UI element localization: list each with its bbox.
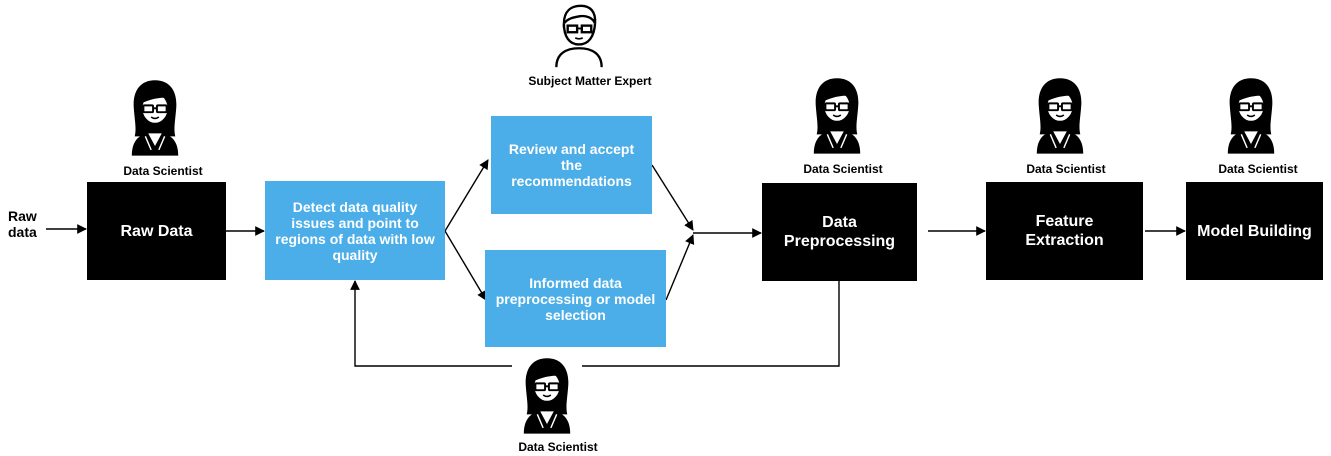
detect-quality-box-label: Detect data quality issues and point to … (275, 198, 435, 263)
data-scientist-icon-feature (1035, 77, 1085, 154)
edge-informed-merge (665, 234, 695, 301)
data-scientist-icon-raw (130, 79, 180, 156)
data-scientist-icon-bottom (522, 357, 572, 434)
review-recommendations-box-label: Review and accept the recommendations (508, 141, 635, 189)
data-scientist-icon-model (1226, 77, 1276, 154)
role-label-model: Data Scientist (1218, 162, 1298, 176)
role-label-sme: Subject Matter Expert (528, 74, 652, 88)
data-preprocessing-box-label: Data Preprocessing (783, 214, 896, 250)
data-preprocessing-box: Data Preprocessing (762, 183, 917, 281)
sme-icon (555, 4, 603, 69)
feature-extraction-box: Feature Extraction (986, 182, 1143, 280)
raw-data-box: Raw Data (87, 182, 226, 280)
detect-quality-box: Detect data quality issues and point to … (265, 181, 445, 280)
role-label-preprocessing: Data Scientist (803, 162, 883, 176)
role-label-feature: Data Scientist (1026, 162, 1106, 176)
informed-preprocessing-box-label: Informed data preprocessing or model sel… (495, 274, 656, 323)
edge-detect-informed (444, 230, 487, 301)
edge-feedback-left (350, 280, 512, 367)
feature-extraction-box-label: Feature Extraction (1025, 213, 1104, 249)
edge-detect-review (444, 159, 489, 232)
data-scientist-icon-preprocessing (812, 77, 862, 154)
edge-feedback-right (582, 281, 840, 367)
edge-review-merge (651, 164, 694, 231)
model-building-box-label: Model Building (1197, 222, 1312, 240)
model-building-box: Model Building (1186, 182, 1323, 280)
informed-preprocessing-box: Informed data preprocessing or model sel… (485, 250, 666, 347)
raw-data-input-label: Raw data (8, 208, 37, 240)
review-recommendations-box: Review and accept the recommendations (491, 116, 652, 214)
role-label-bottom: Data Scientist (518, 440, 598, 454)
role-label-raw: Data Scientist (123, 164, 203, 178)
raw-data-box-label: Raw Data (120, 222, 193, 240)
